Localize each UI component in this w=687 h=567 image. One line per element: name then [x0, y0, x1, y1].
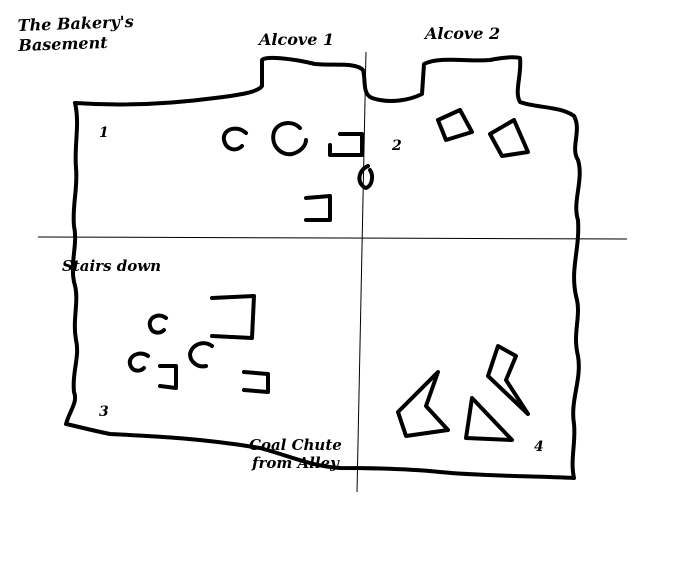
rock-object-q4-c: [486, 344, 530, 416]
quadrant-number-4: 4: [534, 439, 544, 455]
arc-object-q1-b: [271, 121, 308, 157]
map-title-line2: Basement: [18, 32, 108, 56]
arc-object-q3-b: [127, 351, 150, 373]
arc-object-q3-a: [147, 313, 168, 335]
bracket-object-q3-b: [158, 364, 178, 390]
map-title: The Bakery's Basement: [17, 12, 134, 56]
rock-object-q4-b: [464, 396, 514, 442]
quadrant-number-3: 3: [99, 404, 109, 420]
grid-line-horizontal: [37, 236, 628, 240]
bracket-object-q3-c: [242, 370, 270, 394]
arc-object-q1-c: [357, 164, 375, 190]
rock-object-q4-a: [396, 370, 450, 438]
bracket-object-q3-a: [210, 294, 256, 340]
quadrant-number-2: 2: [392, 138, 402, 154]
label-alcove-1: Alcove 1: [259, 30, 335, 49]
bracket-object-q1-b: [304, 194, 332, 222]
arc-object-q3-c: [188, 341, 214, 369]
basement-outer-wall: [64, 55, 582, 480]
arc-object-q1-a: [221, 126, 248, 152]
quadrant-number-1: 1: [99, 125, 109, 141]
label-coal-chute-line2: from Alley: [252, 454, 339, 472]
map-title-line1: The Bakery's: [17, 11, 135, 36]
grid-line-vertical: [356, 51, 367, 493]
label-coal-chute: Coal Chute from Alley: [249, 436, 342, 472]
label-alcove-2: Alcove 2: [425, 24, 501, 43]
label-coal-chute-line1: Coal Chute: [249, 436, 342, 454]
quad-object-q2-a: [436, 108, 474, 142]
quad-object-q2-b: [488, 118, 530, 158]
label-stairs-down: Stairs down: [62, 257, 162, 275]
bracket-object-q1-a: [328, 132, 364, 157]
